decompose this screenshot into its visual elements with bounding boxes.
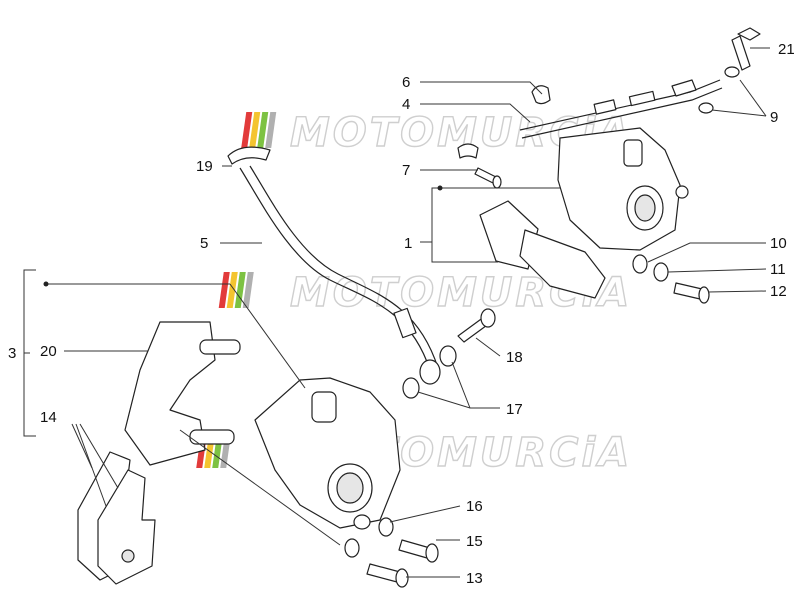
callout-20: 18 <box>506 349 523 366</box>
washer-17-a <box>378 517 394 537</box>
callout-13: 12 <box>770 283 787 300</box>
banjo-fitting <box>419 359 441 385</box>
callout-11: 10 <box>770 235 787 252</box>
callout-16: 13 <box>466 570 483 587</box>
washer-9-a <box>724 66 740 78</box>
leader-lines <box>23 47 770 578</box>
callout-3: 3 <box>8 345 16 362</box>
caliper-bracket-21 <box>124 321 241 466</box>
brake-pads-14 <box>77 451 156 585</box>
washer-19-b <box>439 345 457 367</box>
bolt-20 <box>457 308 496 343</box>
callout-10: 21 <box>778 41 795 58</box>
callout-15: 15 <box>466 533 483 550</box>
bolt-13 <box>673 282 710 304</box>
bolt-15 <box>398 539 439 563</box>
callout-4: 4 <box>402 96 410 113</box>
hose-clamp-18 <box>227 146 271 165</box>
bolt-16 <box>366 563 409 588</box>
brake-bracket-upper <box>479 200 606 299</box>
callout-12: 11 <box>770 261 786 278</box>
brake-hose-lower <box>239 165 439 371</box>
callout-18: 19 <box>196 158 213 175</box>
washer-12 <box>653 262 669 282</box>
bolt-7 <box>474 167 502 189</box>
callout-19: 17 <box>506 401 523 418</box>
hose-clip-upper <box>531 85 551 105</box>
brake-caliper-upper <box>557 127 689 251</box>
callout-9: 9 <box>770 109 778 126</box>
callout-labels: 21 6 4 9 19 7 5 1 10 11 12 3 20 18 17 14… <box>8 41 795 587</box>
bolt-10 <box>731 27 761 71</box>
brake-caliper-lower <box>254 377 401 530</box>
callout-14: 14 <box>40 409 57 426</box>
washer-19-a <box>402 377 420 399</box>
callout-1: 1 <box>404 235 412 252</box>
hose-clamp-small <box>457 143 479 159</box>
washer-9-b <box>698 102 714 114</box>
washer-11 <box>632 254 648 274</box>
callout-5: 5 <box>200 235 208 252</box>
callout-17: 16 <box>466 498 483 515</box>
callout-7: 7 <box>402 162 410 179</box>
callout-6: 6 <box>402 74 410 91</box>
washer-17-b <box>344 538 360 558</box>
leader-dot-3 <box>43 281 49 287</box>
brake-hose-upper <box>519 79 723 139</box>
callout-21: 20 <box>40 343 57 360</box>
leader-dot-1 <box>437 185 443 191</box>
